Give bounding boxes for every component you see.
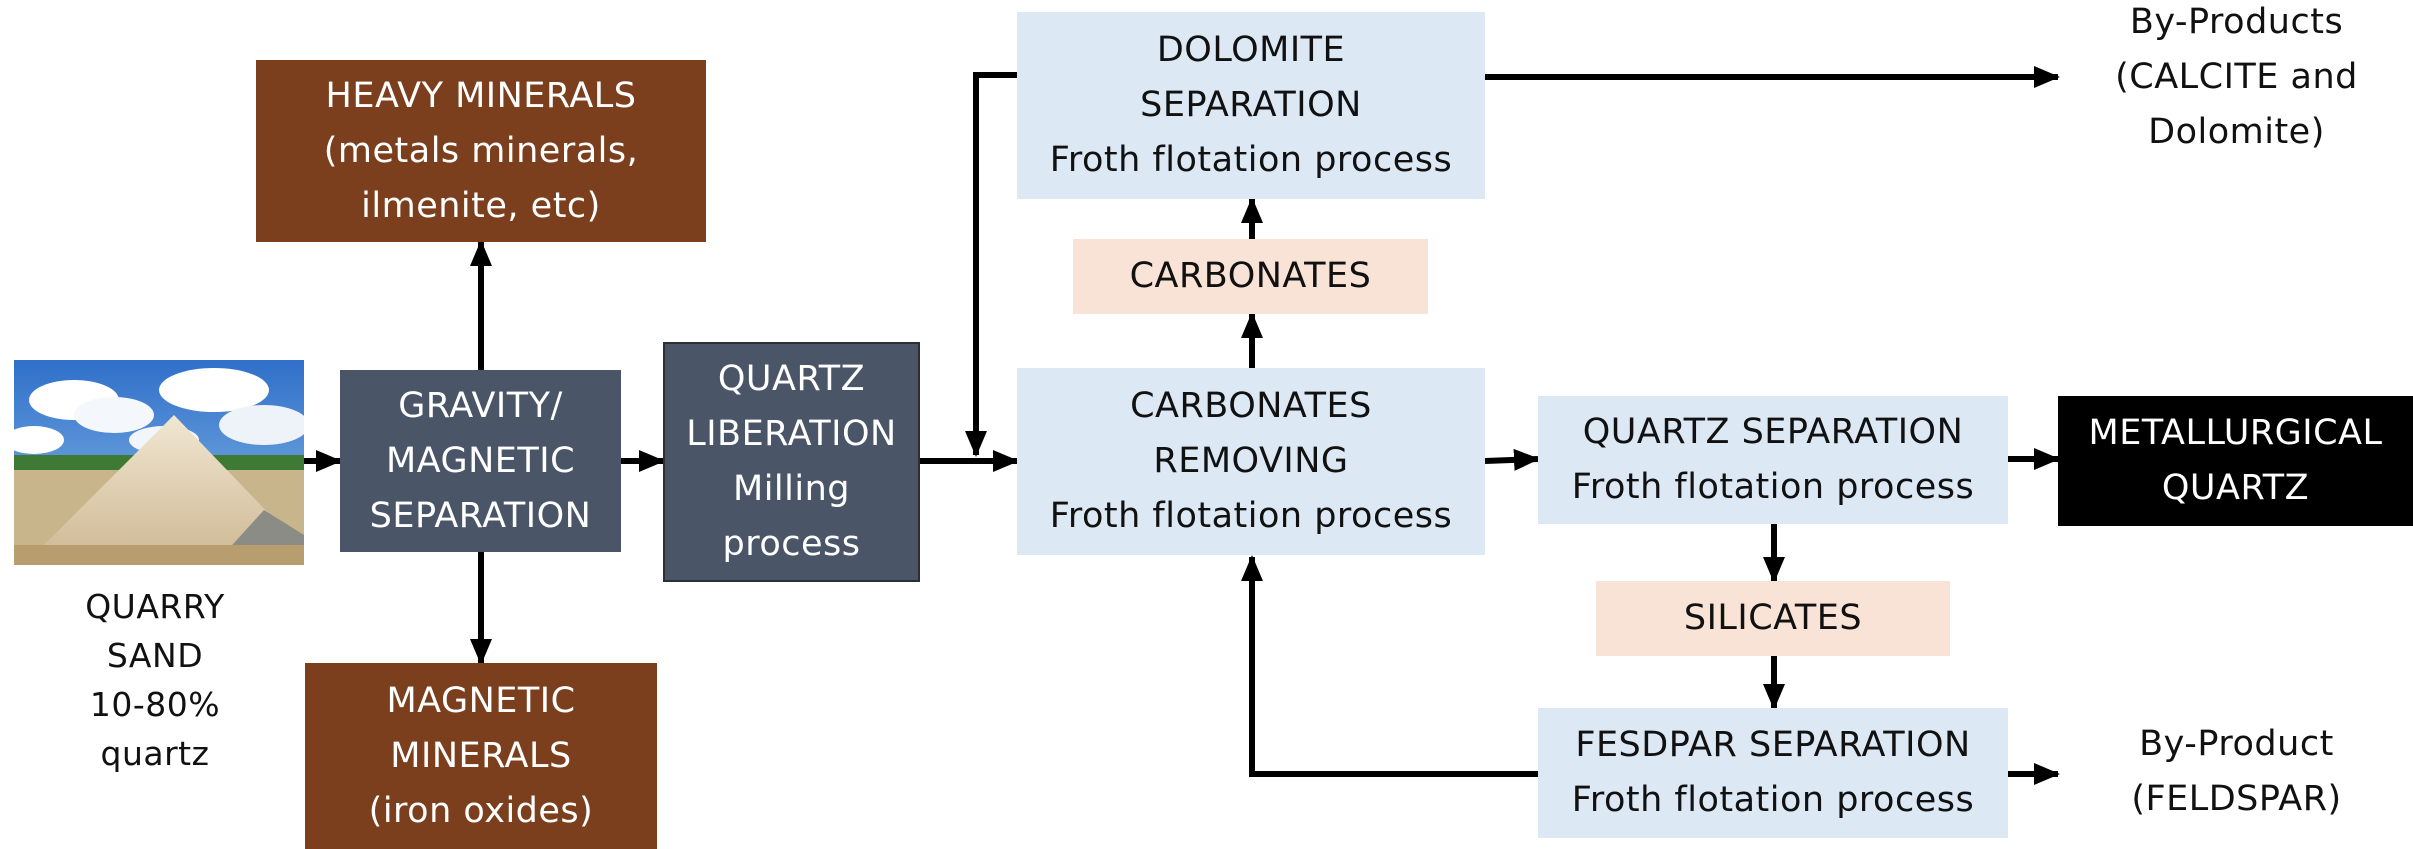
quarry-sand-caption: QUARRY SAND 10-80% quartz [40,580,270,780]
magnetic-minerals-box: MAGNETIC MINERALS (iron oxides) [305,663,657,849]
gravity-line-2: MAGNETIC [385,440,576,481]
dolomite-line-1: DOLOMITE [1156,30,1346,70]
byproduct-bottom-line-2: (FELDSPAR) [2131,779,2342,819]
dolomite-line-2: SEPARATION [1140,85,1362,125]
byproducts-top-label: By-Products (CALCITE and Dolomite) [2060,0,2413,155]
heavy-minerals-line-1: HEAVY MINERALS [325,75,637,116]
sand-pile-image [14,360,304,565]
quarry-line-2: SAND [106,636,204,675]
quartz-liberation-box: QUARTZ LIBERATION Milling process [663,342,920,582]
heavy-minerals-line-3: ilmenite, etc) [361,185,601,226]
byproduct-bottom-label: By-Product (FELDSPAR) [2060,712,2413,832]
byproducts-top-line-2: (CALCITE and [2115,57,2358,97]
carbonates-label: CARBONATES [1073,239,1428,314]
carbonates-text: CARBONATES [1129,256,1372,296]
quartz-sep-line-1: QUARTZ SEPARATION [1582,412,1964,452]
gravity-line-3: SEPARATION [369,495,592,536]
quartz-separation-box: QUARTZ SEPARATION Froth flotation proces… [1538,396,2008,524]
heavy-minerals-line-2: (metals minerals, [323,130,639,171]
liberation-line-4: process [722,524,861,564]
fesdpar-line-2: Froth flotation process [1571,780,1975,820]
silicates-label: SILICATES [1596,581,1950,656]
metallurgical-quartz-box: METALLURGICAL QUARTZ [2058,396,2413,526]
magnetic-line-2: MINERALS [390,735,572,776]
heavy-minerals-box: HEAVY MINERALS (metals minerals, ilmenit… [256,60,706,242]
arrow-removing-to-quartz-sep [1484,448,1540,471]
byproducts-top-line-1: By-Products [2129,2,2344,42]
metallurgical-line-2: QUARTZ [2161,468,2310,508]
gravity-magnetic-separation-box: GRAVITY/ MAGNETIC SEPARATION [340,370,621,552]
fesdpar-separation-box: FESDPAR SEPARATION Froth flotation proce… [1538,708,2008,838]
liberation-line-3: Milling [733,469,850,509]
removing-line-3: Froth flotation process [1049,496,1453,536]
liberation-line-2: LIBERATION [686,414,897,454]
liberation-line-1: QUARTZ [717,359,866,399]
quarry-line-3: 10-80% [89,685,221,724]
byproducts-top-line-3: Dolomite) [2148,112,2325,152]
dolomite-separation-box: DOLOMITE SEPARATION Froth flotation proc… [1017,12,1485,199]
quarry-line-4: quartz [100,734,210,773]
byproduct-bottom-line-1: By-Product [2139,724,2334,764]
arrow-fesdpar-loop [1241,555,1538,777]
removing-line-1: CARBONATES [1130,386,1372,426]
metallurgical-line-1: METALLURGICAL [2088,413,2383,453]
carbonates-removing-box: CARBONATES REMOVING Froth flotation proc… [1017,368,1485,555]
quarry-line-1: QUARRY [85,587,225,626]
quarry-sand-photo [14,360,304,565]
fesdpar-line-1: FESDPAR SEPARATION [1575,725,1971,765]
arrow-dolomite-loop [965,72,1017,457]
quartz-sep-line-2: Froth flotation process [1571,467,1975,507]
magnetic-line-1: MAGNETIC [386,680,576,721]
removing-line-2: REMOVING [1153,441,1349,481]
magnetic-line-3: (iron oxides) [368,790,594,831]
silicates-text: SILICATES [1683,598,1863,638]
gravity-line-1: GRAVITY/ [398,385,563,426]
dolomite-line-3: Froth flotation process [1049,140,1453,180]
